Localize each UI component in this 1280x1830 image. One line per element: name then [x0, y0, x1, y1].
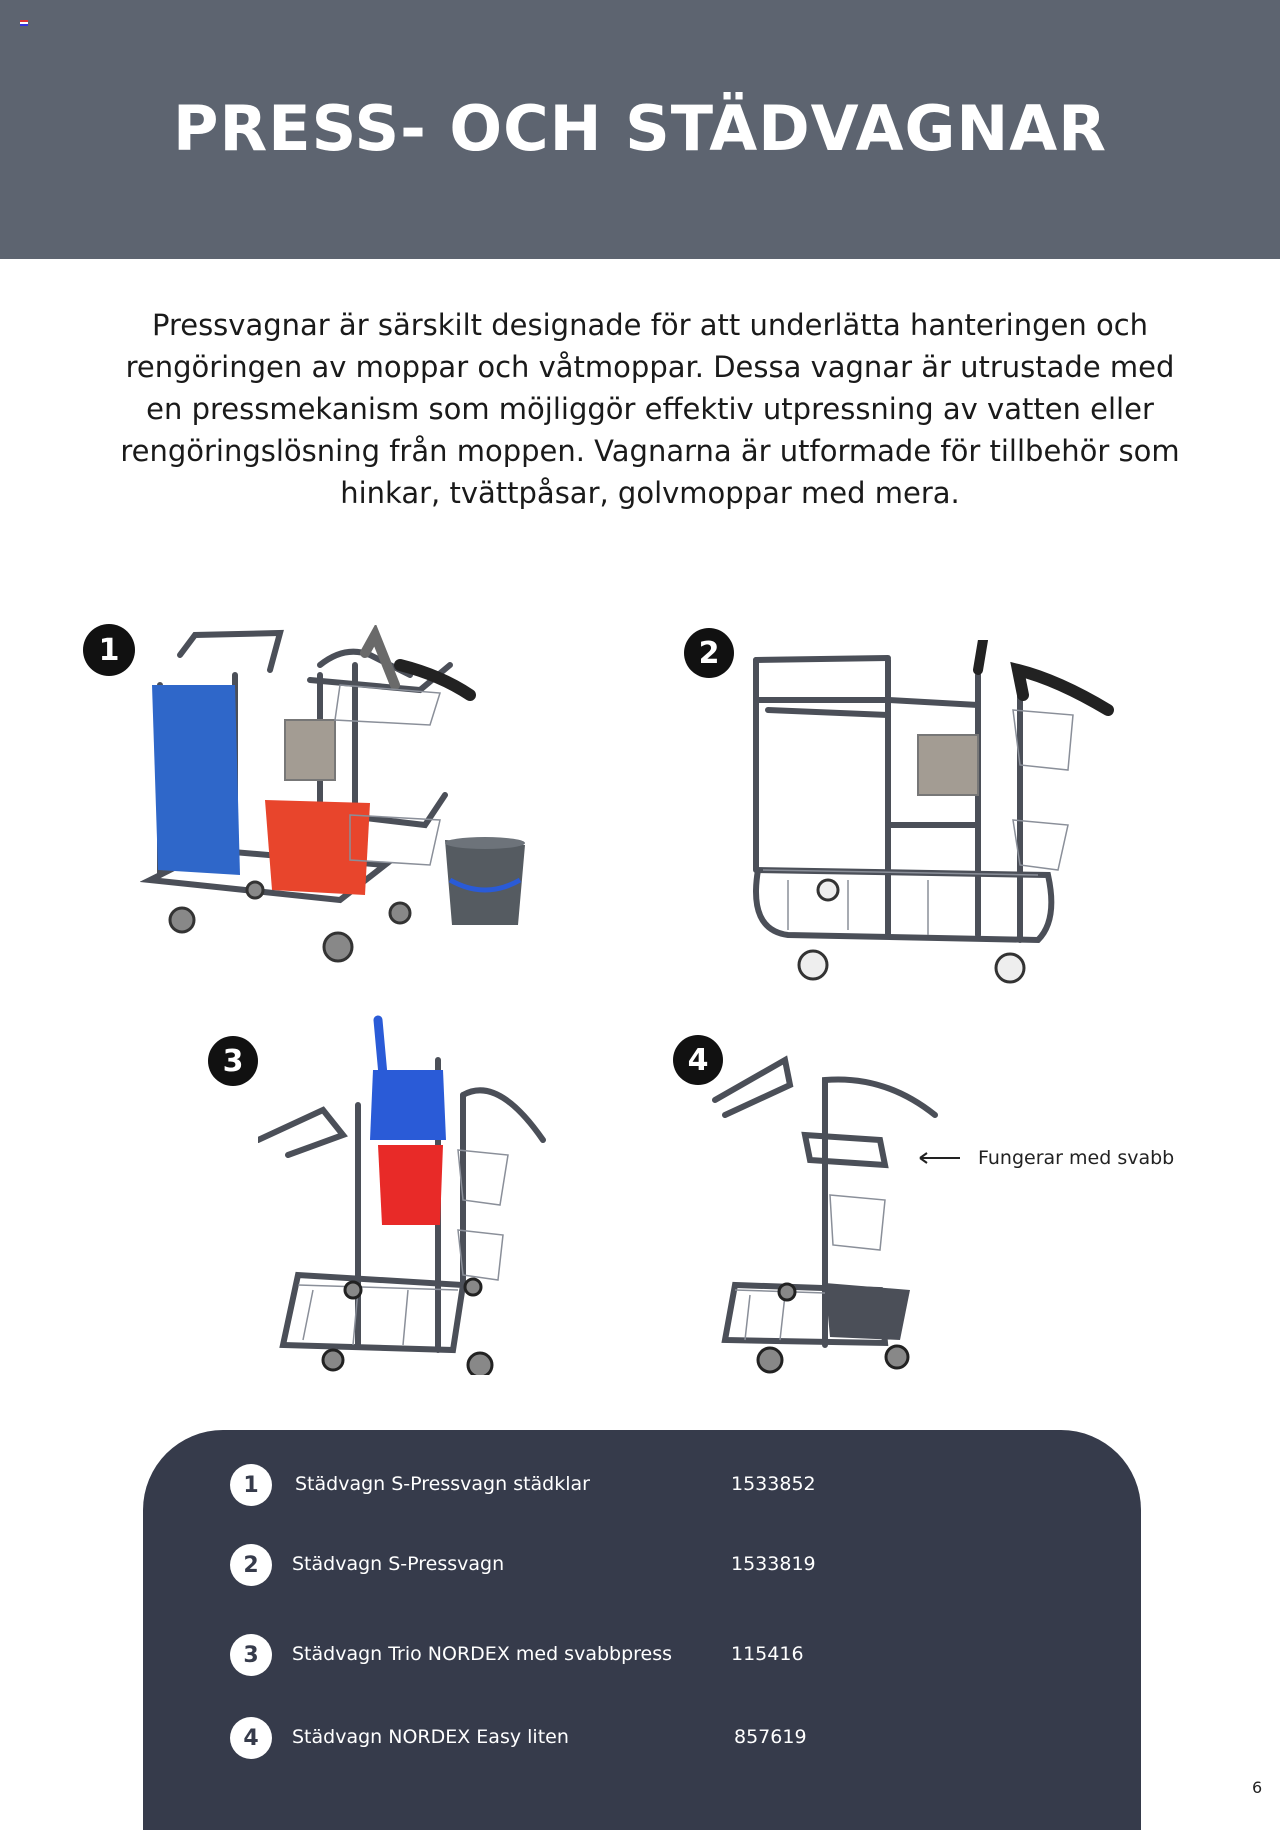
- row-product-name: Städvagn S-Pressvagn städklar: [295, 1473, 590, 1495]
- row-number: 2: [230, 1544, 272, 1586]
- table-row: 3 Städvagn Trio NORDEX med svabbpress 11…: [143, 1630, 1141, 1680]
- cart-illustration-1: [139, 623, 525, 963]
- product-badge-2: 2: [684, 628, 734, 678]
- product-image-3: [255, 1015, 558, 1379]
- page-number: 6: [1252, 1778, 1263, 1797]
- flag-icon: [20, 20, 28, 26]
- row-number: 4: [230, 1717, 272, 1759]
- cart-illustration-2: [753, 635, 1114, 984]
- cart-illustration-4: [712, 1055, 938, 1374]
- row-article-number: 115416: [731, 1643, 804, 1665]
- row-product-name: Städvagn NORDEX Easy liten: [292, 1726, 569, 1748]
- product-image-1: [139, 623, 530, 970]
- product-image-2: [728, 635, 1118, 985]
- annotation-text: Fungerar med svabb: [978, 1147, 1175, 1169]
- product-badge-1: 1: [83, 624, 135, 676]
- cart-illustration-3: [255, 1015, 546, 1379]
- row-number: 1: [230, 1464, 272, 1506]
- row-number: 3: [230, 1634, 272, 1676]
- row-product-name: Städvagn S-Pressvagn: [292, 1553, 505, 1575]
- table-row: 1 Städvagn S-Pressvagn städklar 1533852: [143, 1460, 1141, 1510]
- annotation-svabb: Fungerar med svabb: [918, 1147, 1174, 1169]
- page-title: PRESS- OCH STÄDVAGNAR: [173, 92, 1107, 165]
- row-article-number: 1533852: [731, 1473, 816, 1495]
- product-table: 1 Städvagn S-Pressvagn städklar 1533852 …: [143, 1430, 1141, 1830]
- header-banner: PRESS- OCH STÄDVAGNAR: [0, 0, 1280, 259]
- product-badge-3: 3: [208, 1036, 258, 1086]
- row-product-name: Städvagn Trio NORDEX med svabbpress: [292, 1643, 673, 1665]
- table-row: 2 Städvagn S-Pressvagn 1533819: [143, 1540, 1141, 1590]
- product-image-4: [705, 1055, 945, 1380]
- intro-paragraph: Pressvagnar är särskilt designade för at…: [120, 308, 1180, 510]
- row-article-number: 857619: [734, 1726, 807, 1748]
- product-badge-4: 4: [673, 1035, 723, 1085]
- arrow-left-icon: [919, 1152, 960, 1164]
- table-row: 4 Städvagn NORDEX Easy liten 857619: [143, 1713, 1141, 1763]
- row-article-number: 1533819: [731, 1553, 816, 1575]
